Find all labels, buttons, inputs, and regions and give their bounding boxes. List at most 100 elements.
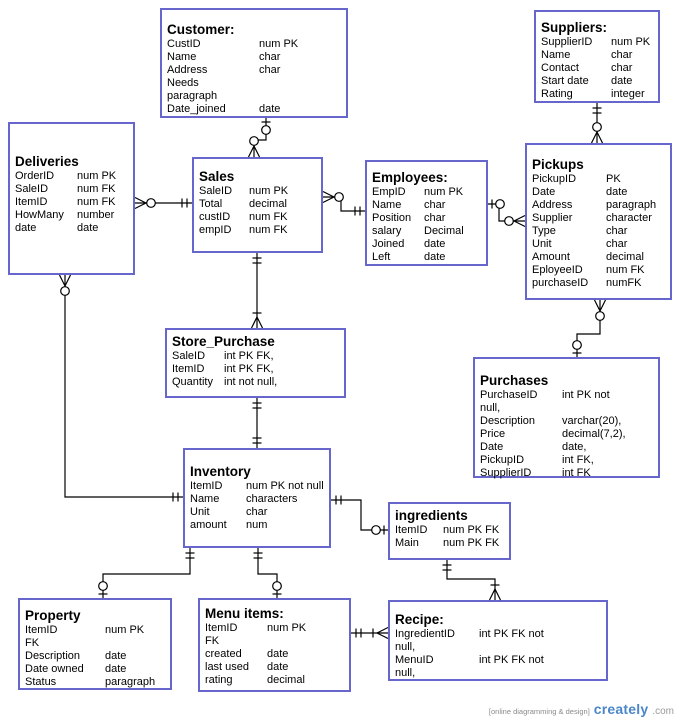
field-name: Contact xyxy=(541,62,579,74)
field-name: Left xyxy=(372,251,391,263)
field-type: date xyxy=(606,186,628,198)
cardinality-mark xyxy=(134,202,147,210)
connector-ingredients-recipe[interactable] xyxy=(446,560,496,600)
field-row: paragraph xyxy=(167,90,344,103)
cardinality-mark xyxy=(250,316,258,329)
field-name: Price xyxy=(480,428,506,440)
cardinality-mark xyxy=(256,316,264,329)
field-type: num FK xyxy=(249,211,288,223)
field-name: Supplier xyxy=(532,212,573,224)
field-row: Name char xyxy=(541,49,656,62)
zero-cardinality-icon xyxy=(504,216,514,226)
field-type: num PK xyxy=(105,624,145,636)
field-type: PK xyxy=(606,173,621,185)
field-type: char xyxy=(611,49,633,61)
field-type: num FK xyxy=(77,183,116,195)
field-type: char xyxy=(424,199,446,211)
cardinality-mark xyxy=(590,131,598,144)
creately-logo[interactable]: creately xyxy=(593,701,649,717)
entity-title: Sales xyxy=(199,169,235,184)
field-type: num PK FK xyxy=(443,537,500,549)
field-name: FK xyxy=(205,635,220,647)
field-name: EmpID xyxy=(372,186,406,198)
field-name: ItemID xyxy=(205,622,238,634)
field-type: num PK xyxy=(424,186,464,198)
connector-sales-employees[interactable] xyxy=(323,196,365,212)
field-type: date xyxy=(611,75,633,87)
field-name: rating xyxy=(205,674,233,686)
connector-pickups-purchases[interactable] xyxy=(576,300,601,357)
field-type: int PK FK, xyxy=(224,350,274,362)
field-name: Name xyxy=(190,493,220,505)
field-name: Rating xyxy=(541,88,573,100)
field-name: Needs xyxy=(167,77,199,89)
connector-inventory-menu-items[interactable] xyxy=(257,548,278,598)
field-type: int PK FK, xyxy=(224,363,274,375)
field-name: Unit xyxy=(190,506,210,518)
field-name: date xyxy=(15,222,37,234)
connector-employees-pickups[interactable] xyxy=(488,203,525,222)
field-type: date xyxy=(424,251,446,263)
cardinality-mark xyxy=(596,131,604,144)
field-type: decimal xyxy=(267,674,305,686)
entity-title: Customer: xyxy=(167,22,235,37)
field-type: char xyxy=(611,62,633,74)
connector-customer-sales[interactable] xyxy=(253,118,267,157)
field-name: Description xyxy=(25,650,81,662)
zero-cardinality-icon xyxy=(334,192,344,202)
field-name: null, xyxy=(480,402,501,414)
field-type: num PK xyxy=(267,622,307,634)
field-row: Contact char xyxy=(541,62,656,75)
connector-inventory-ingredients[interactable] xyxy=(331,499,388,531)
cardinality-mark xyxy=(494,588,502,601)
field-name: HowMany xyxy=(15,209,64,221)
cardinality-mark xyxy=(322,196,335,204)
field-name: purchaseID xyxy=(532,277,589,289)
entity-title: Suppliers: xyxy=(541,20,608,35)
field-type: int PK not xyxy=(562,389,610,401)
field-type: char xyxy=(246,506,268,518)
field-name: Total xyxy=(199,198,223,210)
field-name: Date xyxy=(532,186,556,198)
field-name: null, xyxy=(395,667,416,679)
watermark-domain: .com xyxy=(652,706,674,717)
field-name: Description xyxy=(480,415,536,427)
connector-inventory-property[interactable] xyxy=(102,548,191,598)
field-name: EployeeID xyxy=(532,264,583,276)
field-type: int not null, xyxy=(224,376,278,388)
field-type: char xyxy=(606,238,628,250)
field-type: num FK xyxy=(249,224,288,236)
field-type: character xyxy=(606,212,652,224)
field-name: Name xyxy=(541,49,571,61)
field-type: date xyxy=(105,650,127,662)
field-type: numFK xyxy=(606,277,642,289)
field-name: Date_joined xyxy=(167,103,226,115)
